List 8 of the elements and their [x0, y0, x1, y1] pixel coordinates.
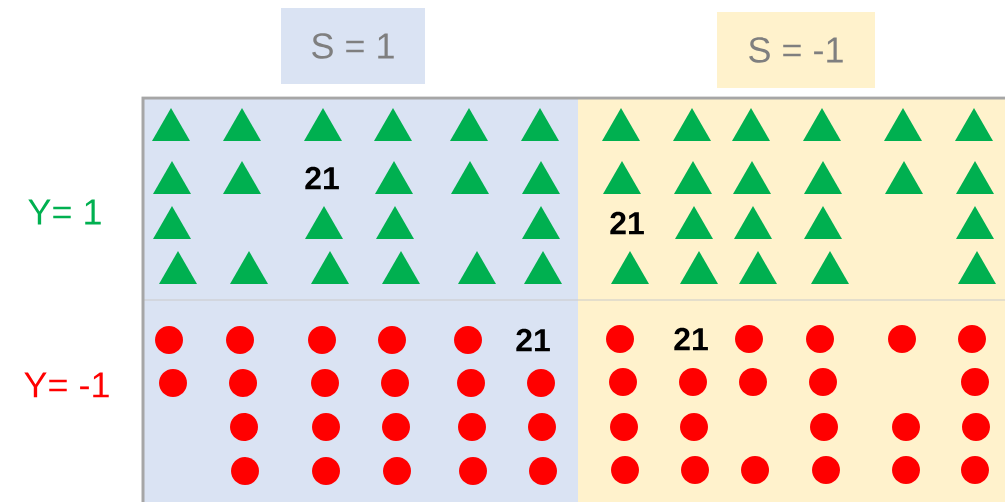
header-box: S = -1	[717, 12, 875, 88]
node-label: 21	[516, 328, 550, 352]
row-label: Y= -1	[24, 372, 109, 398]
row-label: Y= 1	[28, 199, 101, 225]
header-box: S = 1	[281, 8, 425, 84]
node-label: 21	[674, 327, 708, 351]
node-label: 21	[610, 211, 644, 235]
node-label: 21	[305, 166, 339, 190]
